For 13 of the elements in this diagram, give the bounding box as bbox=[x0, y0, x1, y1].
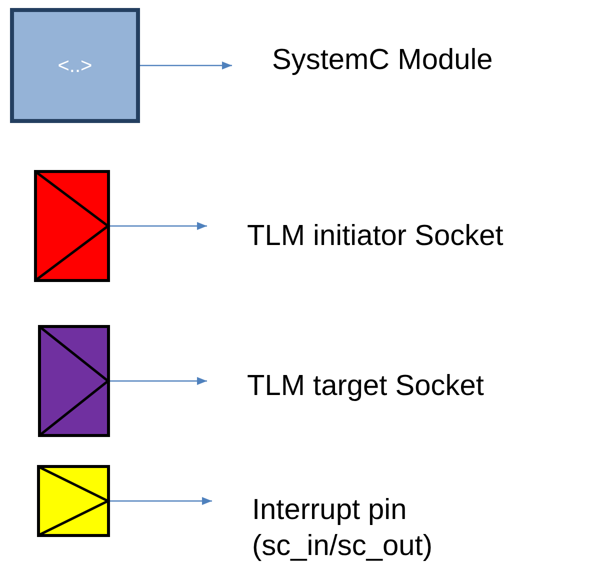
node-label: SystemC Module bbox=[272, 43, 494, 78]
socket-symbol bbox=[34, 170, 110, 282]
module-box bbox=[10, 8, 140, 123]
arrow bbox=[110, 497, 212, 505]
arrow bbox=[140, 62, 232, 70]
arrow bbox=[110, 222, 207, 230]
module-symbol: <..> bbox=[58, 54, 92, 78]
socket-symbol bbox=[37, 465, 110, 537]
arrow bbox=[110, 377, 207, 385]
node-label: TLM initiator Socket bbox=[247, 219, 504, 254]
node-label: Interrupt pin (sc_in/sc_out) bbox=[252, 493, 434, 564]
node-label: TLM target Socket bbox=[247, 369, 485, 404]
socket-symbol bbox=[38, 325, 110, 437]
